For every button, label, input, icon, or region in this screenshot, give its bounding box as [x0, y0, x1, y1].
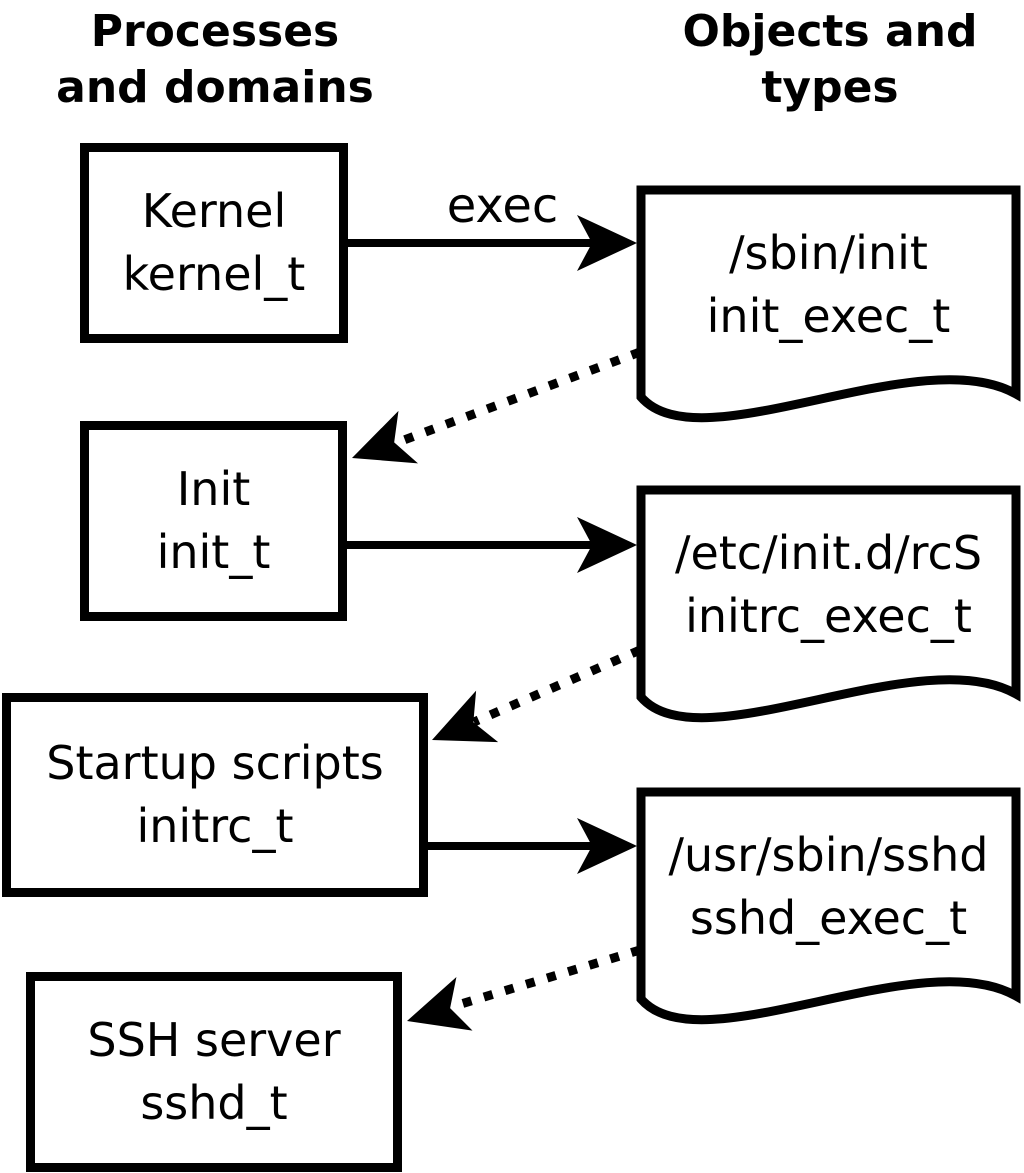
process-box-startup-scripts: Startup scripts initrc_t — [2, 693, 428, 897]
process-domain: init_t — [156, 525, 271, 579]
document-shape-usr-sbin-sshd — [636, 787, 1021, 1025]
process-domain: initrc_t — [136, 799, 294, 853]
header-line: types — [761, 62, 899, 113]
exec-arrow-initrc-to-sshd — [428, 818, 637, 874]
column-header-objects: Objects and types — [645, 4, 1015, 116]
header-line: and domains — [56, 62, 374, 113]
document-shape-etc-initd-rcs — [636, 485, 1021, 723]
process-name: Startup scripts — [46, 736, 384, 790]
process-box-init: Init init_t — [80, 421, 347, 621]
transition-arrow-initrc-exec-to-initrc-t — [432, 645, 642, 743]
process-name: Init — [176, 462, 251, 516]
process-domain: kernel_t — [122, 247, 306, 301]
process-domain: sshd_t — [140, 1076, 288, 1130]
document-shape-sbin-init — [636, 185, 1021, 423]
exec-arrow-kernel-to-sbin-init — [348, 215, 637, 271]
process-box-ssh-server: SSH server sshd_t — [26, 972, 402, 1172]
process-name: SSH server — [87, 1013, 341, 1067]
exec-arrow-init-to-rcs — [347, 517, 637, 573]
exec-arrow-label: exec — [446, 178, 559, 234]
process-name: Kernel — [141, 184, 287, 238]
transition-arrow-sshd-exec-to-sshd-t — [407, 945, 642, 1031]
process-box-kernel: Kernel kernel_t — [80, 143, 348, 343]
header-line: Processes — [90, 6, 340, 57]
header-line: Objects and — [682, 6, 978, 57]
transition-arrow-init-exec-to-init-t — [352, 347, 642, 464]
column-header-processes: Processes and domains — [30, 4, 400, 116]
